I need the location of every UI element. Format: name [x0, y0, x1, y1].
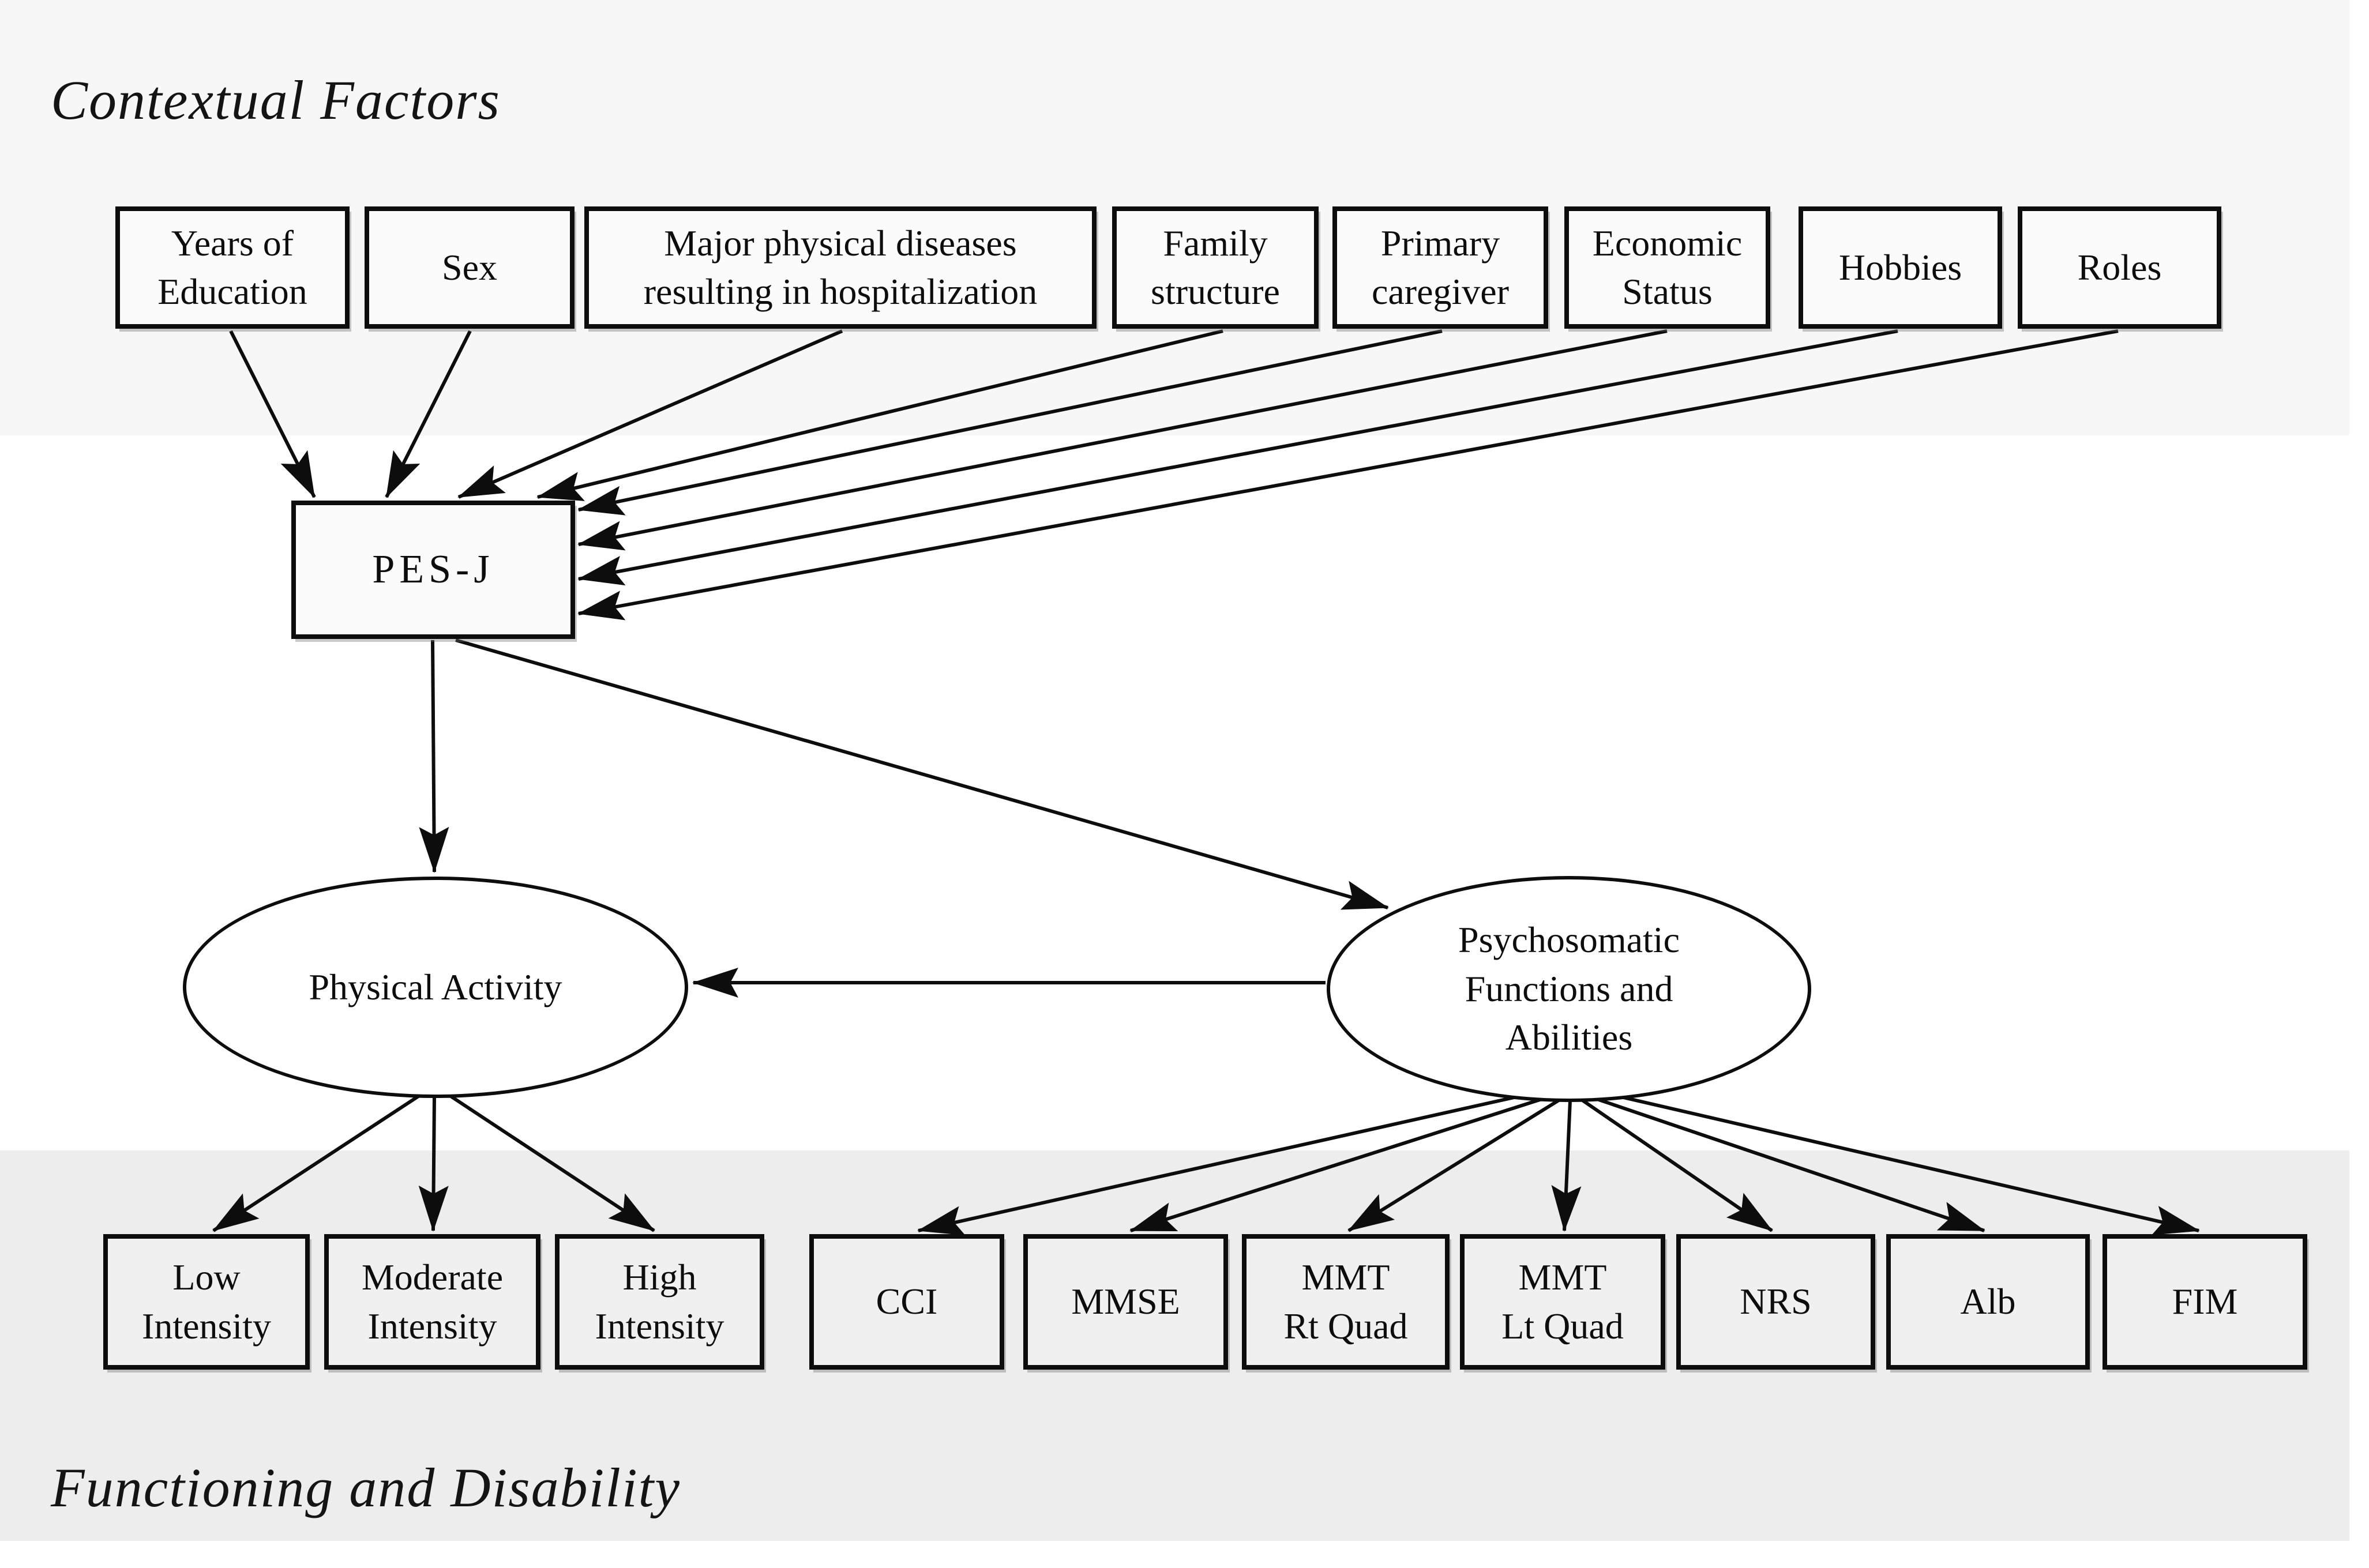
box-moderate-intensity: Moderate Intensity [324, 1234, 540, 1370]
box-label: Economic Status [1592, 222, 1743, 312]
arrow-sex-to-pes-j [385, 330, 472, 498]
box-mmse: MMSE [1023, 1234, 1228, 1370]
arrow-psychosomatic-to-mmt-rt-quad [1347, 1098, 1561, 1232]
box-label: NRS [1740, 1281, 1812, 1322]
arrow-psychosomatic-to-nrs [1580, 1098, 1773, 1232]
box-label: Alb [1960, 1281, 2016, 1322]
arrow-physical-activity-to-low-intensity [212, 1092, 424, 1232]
box-major-physical-diseases: Major physical diseases resulting in hos… [584, 206, 1097, 329]
box-sex: Sex [365, 206, 575, 329]
arrow-psychosomatic-to-cci [917, 1092, 1533, 1236]
arrow-psychosomatic-to-fim [1605, 1092, 2200, 1235]
box-economic-status: Economic Status [1564, 206, 1770, 329]
box-label: Moderate Intensity [361, 1257, 504, 1347]
box-low-intensity: Low Intensity [103, 1234, 310, 1370]
ellipse-psychosomatic-functions-and-abilities: Psychosomatic Functions and Abilities [1327, 876, 1811, 1102]
box-label: Sex [442, 246, 497, 288]
ellipse-label: Psychosomatic Functions and Abilities [1458, 919, 1680, 1058]
arrow-family-structure-to-pes-j [536, 329, 1223, 501]
arrow-psychosomatic-to-mmse [1129, 1096, 1548, 1232]
arrow-economic-status-to-pes-j [577, 329, 1668, 551]
arrow-psychosomatic-to-alb [1591, 1096, 1985, 1232]
section-heading-functioning-disability: Functioning and Disability [51, 1457, 681, 1518]
box-label: Major physical diseases resulting in hos… [643, 222, 1038, 312]
arrow-physical-activity-to-moderate-intensity [418, 1096, 449, 1232]
ellipse-label: Physical Activity [309, 966, 562, 1007]
arrow-pes-j-to-psychosomatic [455, 638, 1389, 910]
box-cci: CCI [809, 1234, 1004, 1370]
box-label: MMSE [1071, 1281, 1180, 1322]
section-heading-contextual-factors: Contextual Factors [51, 69, 501, 131]
box-label: Years of Education [157, 222, 307, 312]
box-fim: FIM [2103, 1234, 2307, 1370]
arrow-major-physical-diseases-to-pes-j [457, 329, 843, 499]
box-years-of-education: Years of Education [115, 206, 350, 329]
box-mmt-lt-quad: MMT Lt Quad [1460, 1234, 1665, 1370]
box-hobbies: Hobbies [1799, 206, 2002, 329]
ellipse-physical-activity: Physical Activity [183, 877, 688, 1098]
box-family-structure: Family structure [1112, 206, 1319, 329]
box-label: FIM [2172, 1281, 2238, 1322]
arrow-pes-j-to-physical-activity [419, 640, 449, 873]
box-high-intensity: High Intensity [555, 1234, 764, 1370]
arrow-years-of-education-to-pes-j [229, 330, 316, 498]
arrow-primary-caregiver-to-pes-j [577, 329, 1443, 516]
box-pes-j: PES-J [291, 501, 575, 639]
box-label: Family structure [1151, 222, 1280, 312]
arrow-physical-activity-to-high-intensity [445, 1092, 655, 1232]
box-label: Roles [2077, 246, 2162, 288]
box-label: PES-J [372, 547, 494, 592]
box-alb: Alb [1886, 1234, 2090, 1370]
box-nrs: NRS [1676, 1234, 1875, 1370]
arrow-hobbies-to-pes-j [577, 329, 1898, 586]
box-primary-caregiver: Primary caregiver [1332, 206, 1548, 329]
box-label: CCI [876, 1281, 938, 1322]
box-mmt-rt-quad: MMT Rt Quad [1242, 1234, 1450, 1370]
box-label: Hobbies [1838, 246, 1962, 288]
box-label: MMT Rt Quad [1283, 1257, 1408, 1347]
arrow-psychosomatic-to-mmt-lt-quad [1551, 1100, 1582, 1232]
box-roles: Roles [2018, 206, 2221, 329]
box-label: MMT Lt Quad [1501, 1257, 1624, 1347]
box-label: High Intensity [595, 1257, 724, 1347]
arrow-roles-to-pes-j [577, 329, 2119, 621]
box-label: Low Intensity [142, 1257, 271, 1347]
box-label: Primary caregiver [1371, 222, 1510, 312]
